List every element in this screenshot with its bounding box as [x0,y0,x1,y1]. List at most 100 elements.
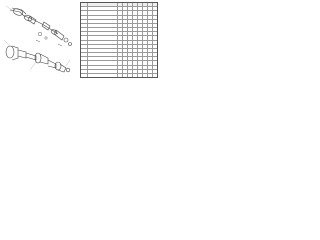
applicability-cell [118,19,123,23]
applicability-cell [133,19,138,23]
applicability-cell [138,44,143,48]
table-row [81,32,157,37]
part-number-cell [88,32,118,36]
applicability-cell [133,57,138,61]
applicability-cell [133,28,138,32]
applicability-cell [138,15,143,19]
applicability-cell [143,32,148,36]
parts-diagram [0,0,78,80]
applicability-cell [123,65,128,69]
table-row [81,53,157,58]
part-number-cell [88,36,118,40]
applicability-cell [133,48,138,53]
applicability-cell [133,15,138,19]
applicability-cell [118,32,123,36]
applicability-cell [143,28,148,32]
table-row [81,23,157,29]
applicability-cell [148,57,153,61]
applicability-cell [143,48,148,53]
applicability-cell [148,65,153,69]
applicability-cell [143,23,148,28]
applicability-cell [143,3,148,7]
applicability-cell [143,40,148,44]
applicability-cell [138,7,143,11]
applicability-cell [138,3,143,7]
small-parts [35,31,63,47]
lower-drive-shaft [5,45,71,73]
part-number-cell [88,11,118,15]
applicability-cell [133,73,138,78]
applicability-cell [128,28,133,32]
applicability-cell [143,15,148,19]
table-row [81,15,157,20]
applicability-cell [118,48,123,53]
applicability-cell [153,7,157,10]
applicability-cell [138,65,143,69]
applicability-cell [138,40,143,44]
applicability-cell [153,49,157,52]
table-row [81,57,157,62]
applicability-cell [118,40,123,44]
applicability-cell [118,57,123,61]
applicability-cell [153,66,157,69]
applicability-cell [133,36,138,40]
ref-number-cell [81,7,88,11]
parts-table [80,2,158,78]
applicability-cell [148,44,153,48]
applicability-cell [148,28,153,32]
applicability-cell [153,41,157,44]
applicability-cell [138,53,143,57]
applicability-cell [138,28,143,32]
applicability-cell [143,19,148,23]
part-number-cell [88,48,118,53]
applicability-cell [123,61,128,65]
ref-number-cell [81,61,88,65]
ref-number-cell [81,40,88,44]
applicability-cell [143,57,148,61]
applicability-cell [153,28,157,31]
applicability-cell [148,23,153,28]
part-number-cell [88,44,118,48]
applicability-cell [118,65,123,69]
applicability-cell [148,7,153,11]
part-number-cell [88,3,118,7]
leader-lines [3,5,71,71]
applicability-cell [118,15,123,19]
applicability-cell [138,69,143,73]
applicability-cell [153,36,157,39]
table-row [81,19,157,24]
part-number-cell [88,65,118,69]
applicability-cell [118,73,123,78]
applicability-cell [148,48,153,53]
applicability-cell [143,36,148,40]
applicability-cell [128,3,133,7]
applicability-cell [118,69,123,73]
applicability-cell [118,11,123,15]
table-row [81,40,157,45]
part-number-cell [88,57,118,61]
applicability-cell [123,73,128,78]
ref-number-cell [81,32,88,36]
applicability-cell [128,73,133,78]
applicability-cell [118,7,123,11]
applicability-cell [128,48,133,53]
part-number-cell [88,61,118,65]
applicability-cell [133,65,138,69]
applicability-cell [143,44,148,48]
applicability-cell [143,69,148,73]
applicability-cell [148,40,153,44]
applicability-cell [148,32,153,36]
applicability-cell [133,69,138,73]
applicability-cell [153,3,157,6]
applicability-cell [123,40,128,44]
applicability-cell [128,7,133,11]
applicability-cell [123,53,128,57]
part-number-cell [88,40,118,44]
applicability-cell [128,40,133,44]
applicability-cell [133,32,138,36]
ref-number-cell [81,23,88,28]
table-row [81,61,157,66]
applicability-cell [148,53,153,57]
applicability-cell [118,23,123,28]
applicability-cell [128,44,133,48]
